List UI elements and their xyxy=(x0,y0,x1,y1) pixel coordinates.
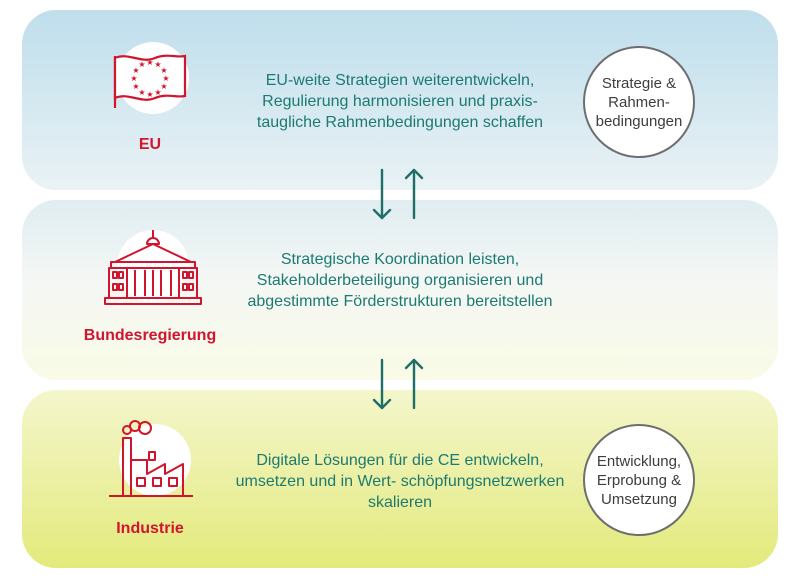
svg-text:★: ★ xyxy=(154,88,161,97)
svg-text:★: ★ xyxy=(162,74,169,83)
svg-text:★: ★ xyxy=(132,66,139,75)
scope-circle-entwicklung: Entwicklung, Erprobung & Umsetzung xyxy=(583,424,695,536)
level-label-industrie: Industrie xyxy=(116,520,184,537)
level-label-bundesregierung: Bundesregierung xyxy=(83,327,217,344)
scope-circle-text: Entwicklung, Erprobung & Umsetzung xyxy=(596,452,682,508)
down-up-arrows-icon xyxy=(368,356,428,416)
svg-text:★: ★ xyxy=(138,88,145,97)
svg-text:★: ★ xyxy=(132,82,139,91)
government-building-icon xyxy=(95,228,205,308)
level-description-eu: EU-weite Strategien weiterentwickeln, Re… xyxy=(256,72,544,131)
svg-text:★: ★ xyxy=(146,90,153,99)
factory-icon xyxy=(95,420,205,500)
svg-text:★: ★ xyxy=(160,66,167,75)
level-label-eu: EU xyxy=(138,136,162,153)
level-description-bundesregierung: Strategische Koordination leisten, Stake… xyxy=(247,251,553,310)
svg-text:★: ★ xyxy=(160,82,167,91)
level-description-industrie: Digitale Lösungen für die CE entwickeln,… xyxy=(235,452,565,511)
eu-flag-icon: ★ ★ ★ ★ ★ ★ ★ ★ ★ ★ ★ ★ xyxy=(95,42,205,122)
scope-circle-text: Strategie & Rahmen- bedingungen xyxy=(595,74,683,130)
svg-text:★: ★ xyxy=(130,74,137,83)
scope-circle-strategie: Strategie & Rahmen- bedingungen xyxy=(583,46,695,158)
svg-text:★: ★ xyxy=(154,60,161,69)
down-up-arrows-icon xyxy=(368,166,428,226)
svg-text:★: ★ xyxy=(138,60,145,69)
svg-text:★: ★ xyxy=(146,58,153,67)
